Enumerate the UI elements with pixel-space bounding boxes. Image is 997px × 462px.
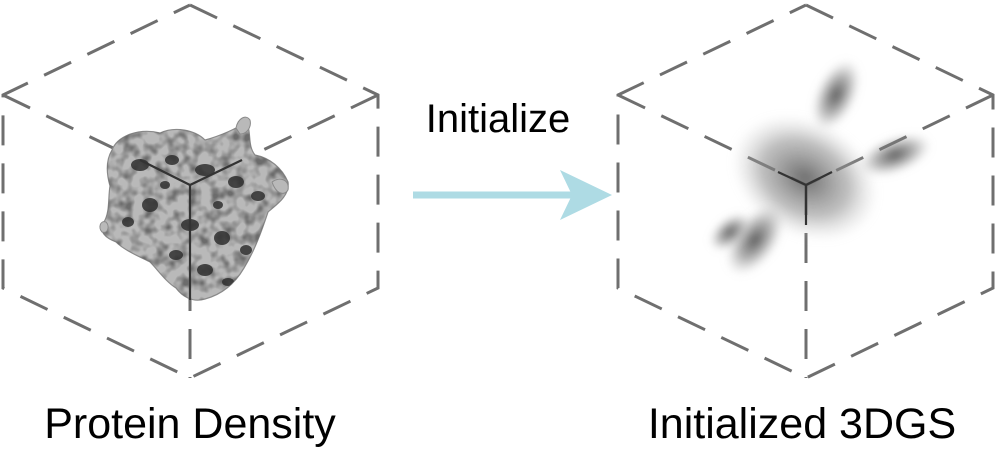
gaussian-left-small bbox=[709, 213, 751, 251]
gaussian-top bbox=[811, 59, 861, 131]
arrow-label: Initialize bbox=[426, 97, 571, 141]
protein-density-blob bbox=[99, 116, 289, 301]
gaussian-bottom-left bbox=[725, 204, 785, 276]
initialized-gaussians bbox=[709, 59, 932, 276]
gaussian-right bbox=[858, 133, 932, 177]
left-label: Protein Density bbox=[44, 400, 336, 448]
right-label: Initialized 3DGS bbox=[648, 400, 956, 448]
initialize-arrow bbox=[413, 170, 612, 220]
